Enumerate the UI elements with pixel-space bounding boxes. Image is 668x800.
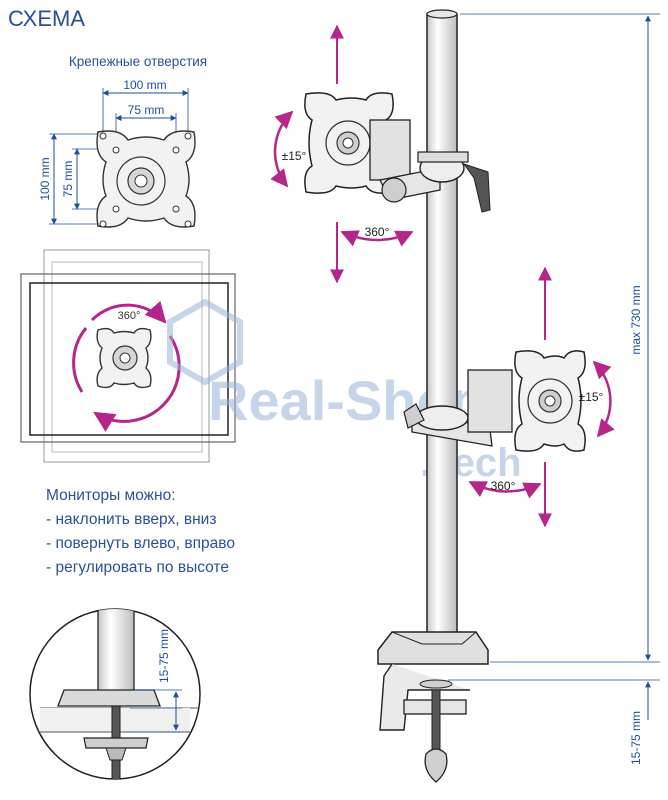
feature-item: - регулировать по высоте (46, 559, 229, 576)
vesa-caption: Крепежные отверстия (69, 54, 207, 69)
clamp-range-detail-label: 15-75 mm (157, 629, 171, 683)
lower-swivel-label: 360° (491, 479, 516, 493)
vesa-outer-height: 100 mm (38, 157, 52, 200)
stand-pole (426, 9, 458, 645)
upper-arm-motion-arrows: ±15° 360° (270, 24, 414, 284)
monitor-spin-label: 360° (118, 310, 141, 322)
monitor-rotation-illustration: 360° (20, 249, 236, 463)
vesa-panel: Крепежные отверстия 100 mm 75 mm 100 mm … (38, 54, 207, 228)
clamp-range-side-label: 15-75 mm (629, 711, 643, 765)
upper-monitor-arm (304, 92, 491, 213)
features-list: Мониторы можно: - наклонить вверх, вниз … (46, 484, 235, 580)
vesa-outer-width: 100 mm (123, 78, 166, 92)
desk-clamp (377, 631, 489, 783)
upper-tilt-label: ±15° (282, 149, 307, 163)
height-dimension: max 730 mm 15-75 mm (448, 13, 660, 765)
vesa-inner-height: 75 mm (61, 161, 75, 198)
vesa-plate-icon (96, 130, 196, 228)
vesa-inner-width: 75 mm (128, 103, 165, 117)
feature-item: - повернуть влево, вправо (46, 535, 235, 552)
lower-monitor-arm (403, 350, 586, 452)
page-title: СХЕМА (8, 6, 85, 31)
upper-swivel-label: 360° (365, 225, 390, 239)
clamp-detail-circle: 15-75 mm (29, 608, 201, 780)
pole-height-label: max 730 mm (629, 285, 643, 354)
lower-arm-motion-arrows: ±15° 360° (468, 266, 615, 528)
features-heading: Мониторы можно: (46, 487, 176, 504)
feature-item: - наклонить вверх, вниз (46, 511, 217, 528)
lower-tilt-label: ±15° (579, 390, 604, 404)
